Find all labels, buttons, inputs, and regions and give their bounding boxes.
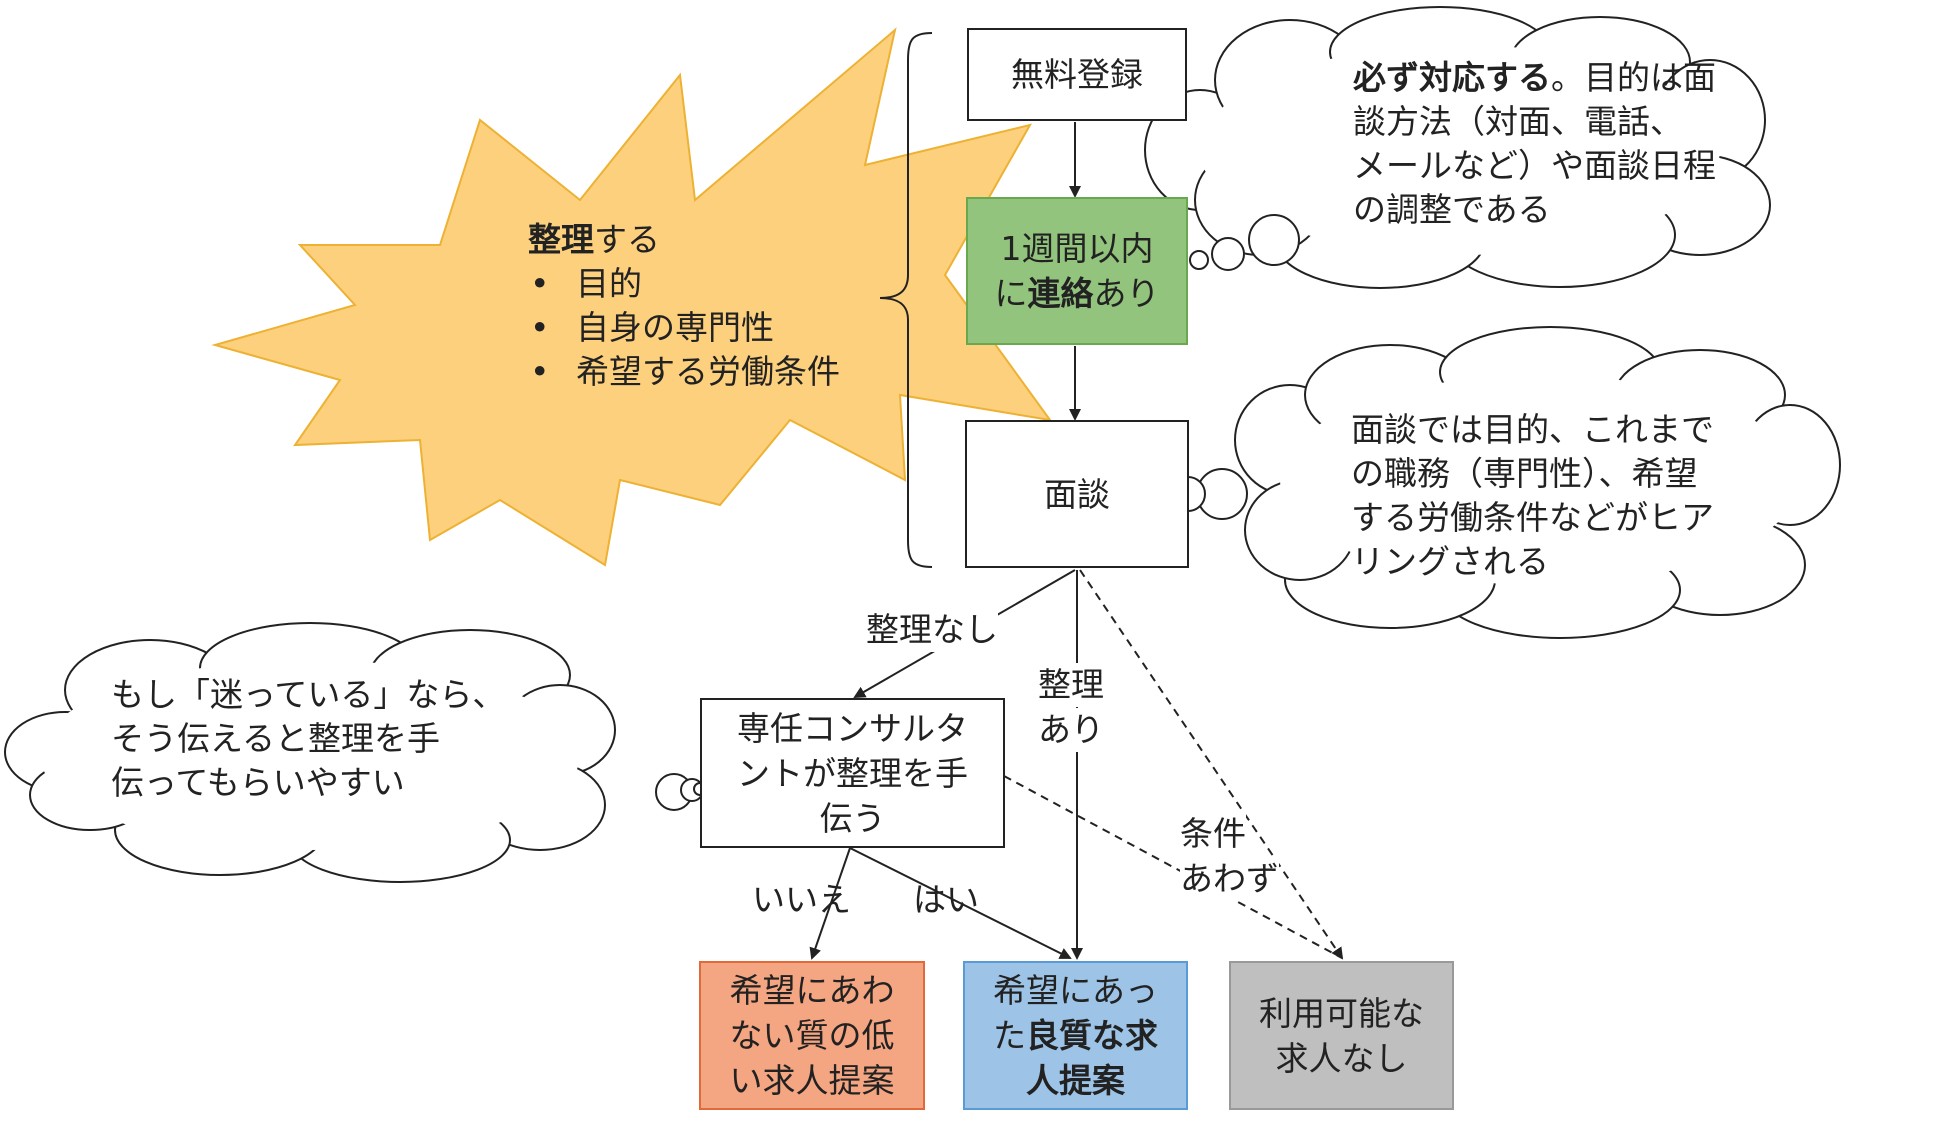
edge-label-yes: はい [913, 880, 979, 919]
node-consultant-help: 専任コンサルタ ントが整理を手 伝う [700, 698, 1005, 848]
edge-label-organized-1: 整理 [1038, 663, 1104, 707]
burst-list: 目的 自身の専門性 希望する労働条件 [528, 262, 840, 394]
cloud-interview-text: 面談では目的、これまで の職務（専門性）、希望 する労働条件などがヒア リングさ… [1351, 408, 1714, 584]
cloud-contact-line1: 必ず対応する。目的は面 [1353, 56, 1716, 100]
node-interview-label: 面談 [1044, 474, 1110, 514]
cloud-consultant-line3: 伝ってもらいやすい [111, 763, 405, 802]
thought-bubbles-consultant [655, 773, 707, 811]
node-low-line2: ない質の低 [729, 1016, 895, 1055]
cloud-contact-line1-rest: 。目的は面 [1551, 58, 1716, 97]
node-high-line2: た良質な求 [993, 1013, 1158, 1058]
node-contact-line2-pre: に [994, 274, 1028, 313]
node-consultant-line2: ントが整理を手 [737, 753, 968, 793]
cloud-consultant-line2: そう伝えると整理を手 [111, 719, 441, 758]
node-free-registration: 無料登録 [967, 28, 1187, 121]
edge-label-mismatch-2: あわず [1180, 857, 1279, 901]
stage-bracket [879, 32, 933, 568]
edge-label-not-organized: 整理なし [866, 608, 998, 652]
node-contact-line2-post: あり [1093, 274, 1160, 313]
arrow-yes [849, 847, 1072, 959]
node-high-quality-offer: 希望にあっ た良質な求 人提案 [963, 961, 1188, 1110]
cloud-interview-line3: する労働条件などがヒア [1351, 498, 1714, 537]
edge-label-organized-2: あり [1038, 708, 1104, 752]
node-high-line3: 人提案 [1026, 1061, 1125, 1100]
node-contact-line2-bold: 連絡 [1027, 274, 1094, 313]
burst-item-expertise: 自身の専門性 [528, 306, 840, 350]
burst-title: 整理する [528, 218, 840, 262]
edge-label-no: いいえ [752, 880, 851, 919]
cloud-consultant-line1: もし「迷っている」なら、 [111, 675, 506, 714]
node-high-line2-pre: た [993, 1016, 1026, 1055]
arrow-no [809, 847, 851, 960]
burst-title-bold: 整理 [528, 220, 594, 259]
cloud-interview-line4: リングされる [1351, 542, 1549, 581]
node-interview: 面談 [965, 420, 1189, 568]
burst-title-rest: する [594, 220, 660, 259]
cloud-contact-line3: メールなど）や面談日程 [1353, 146, 1716, 185]
node-high-line1: 希望にあっ [993, 971, 1158, 1010]
arrow-mismatch-from-consultant [1003, 775, 1343, 959]
cloud-contact-line1-bold: 必ず対応する [1353, 58, 1551, 97]
cloud-interview-note [1234, 326, 1841, 639]
node-contact-line2: に連絡あり [995, 271, 1160, 316]
node-low-line1: 希望にあわ [729, 971, 895, 1010]
node-low-quality-offer: 希望にあわ ない質の低 い求人提案 [699, 961, 925, 1110]
node-contact-line1: 1週間以内 [1000, 229, 1154, 268]
burst-item-conditions: 希望する労働条件 [528, 350, 840, 394]
cloud-interview-line2: の職務（専門性）、希望 [1351, 454, 1698, 493]
cloud-contact-text: 必ず対応する。目的は面 談方法（対面、電話、 メールなど）や面談日程 の調整であ… [1353, 56, 1716, 232]
node-no-available-offer: 利用可能な 求人なし [1229, 961, 1454, 1110]
cloud-contact-line4: の調整である [1353, 190, 1551, 229]
burst-item-purpose: 目的 [528, 262, 840, 306]
thought-bubbles-contact [1189, 214, 1300, 271]
node-contact-within-week: 1週間以内 に連絡あり [966, 197, 1188, 345]
cloud-consultant-text: もし「迷っている」なら、 そう伝えると整理を手 伝ってもらいやすい [111, 673, 505, 805]
cloud-interview-line1: 面談では目的、これまで [1351, 410, 1714, 449]
cloud-consultant-note [4, 622, 616, 883]
node-low-line3: い求人提案 [729, 1061, 895, 1100]
cloud-contact-line2: 談方法（対面、電話、 [1353, 102, 1683, 141]
node-free-registration-label: 無料登録 [1011, 55, 1143, 94]
node-high-line2-bold: 良質な求 [1026, 1016, 1158, 1055]
node-consultant-line3: 伝う [819, 798, 886, 838]
node-consultant-line1: 専任コンサルタ [737, 708, 968, 748]
node-none-line2: 求人なし [1275, 1038, 1408, 1078]
edge-label-mismatch-1: 条件 [1180, 812, 1246, 856]
node-none-line1: 利用可能な [1259, 993, 1424, 1033]
burst-text: 整理する 目的 自身の専門性 希望する労働条件 [528, 218, 840, 394]
